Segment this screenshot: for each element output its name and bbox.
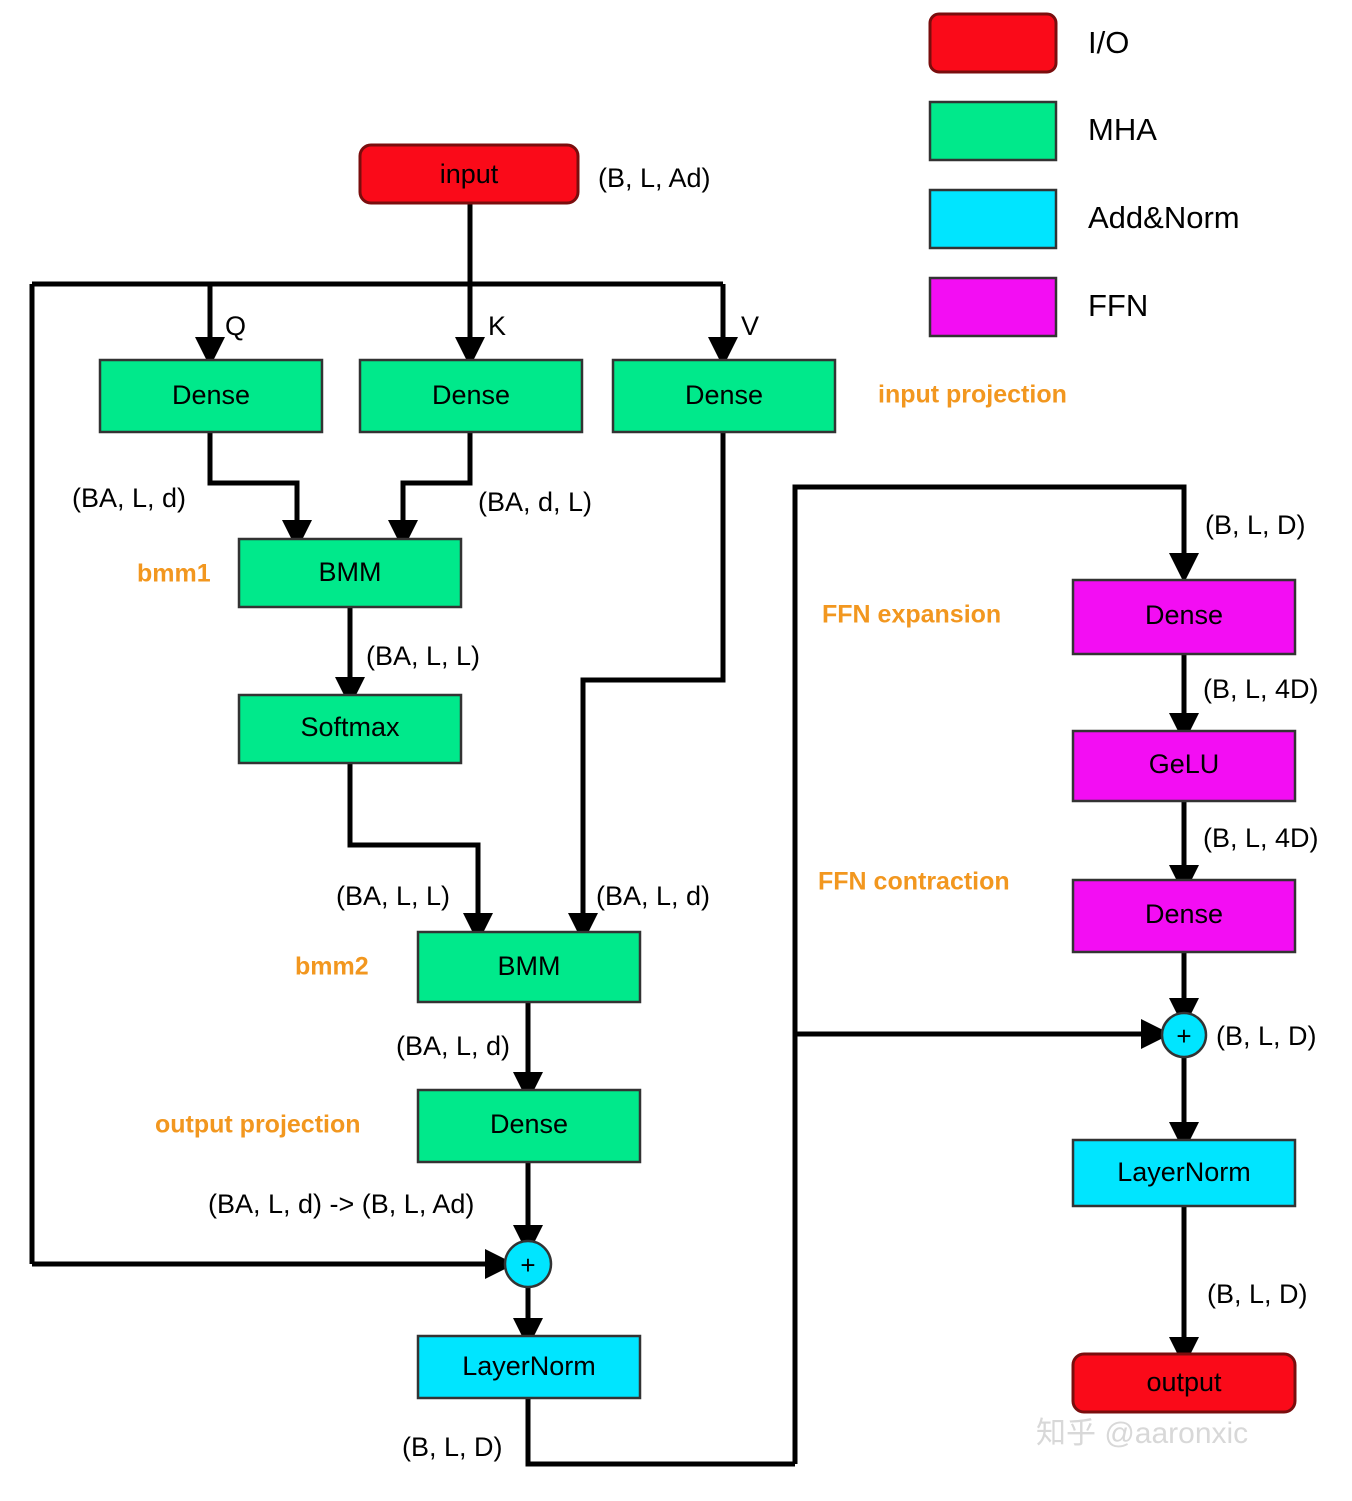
edge-ln-to-ffn-path1 xyxy=(525,1398,795,1467)
label-bmm1-out: (BA, L, L) xyxy=(366,641,480,671)
node-ffn-dense2[interactable]: Dense xyxy=(1071,878,1297,954)
label-v-shape: (BA, L, d) xyxy=(596,881,710,911)
label-v: V xyxy=(741,311,759,341)
node-bmm1-box[interactable] xyxy=(237,537,463,609)
legend-item-ffn: FFN xyxy=(928,276,1148,338)
node-ffn-dense1-label: Dense xyxy=(1145,600,1223,630)
edge-softmax-to-bmm2 xyxy=(347,762,493,943)
node-dense-v-box[interactable] xyxy=(611,358,837,434)
node-dense-v-label: Dense xyxy=(685,380,763,410)
node-layernorm-mha-label: LayerNorm xyxy=(462,1351,596,1381)
legend-item-mha: MHA xyxy=(928,100,1157,162)
label-bmm2-out: (BA, L, d) xyxy=(396,1031,510,1061)
group-label-bmm1: bmm1 xyxy=(137,560,211,588)
node-bmm2[interactable]: BMM xyxy=(416,930,642,1004)
node-softmax-label: Softmax xyxy=(300,712,400,742)
node-add-mha-label: + xyxy=(520,1250,535,1280)
label-input-shape: (B, L, Ad) xyxy=(598,163,711,193)
node-bmm2-box[interactable] xyxy=(416,930,642,1004)
node-dense-k-label: Dense xyxy=(432,380,510,410)
node-ffn-dense1[interactable]: Dense xyxy=(1071,578,1297,656)
label-softmax-out: (BA, L, L) xyxy=(336,881,450,911)
node-layernorm-ffn-label: LayerNorm xyxy=(1117,1157,1251,1187)
node-layernorm-mha[interactable]: LayerNorm xyxy=(416,1334,642,1400)
node-bmm1[interactable]: BMM xyxy=(237,537,463,609)
node-output[interactable]: output xyxy=(1071,1352,1297,1414)
label-mha-ln-out: (B, L, D) xyxy=(402,1432,503,1462)
edge-v-to-bmm2 xyxy=(568,432,726,943)
node-dense-v[interactable]: Dense xyxy=(611,358,837,434)
legend-item-addnorm: Add&Norm xyxy=(928,188,1240,250)
node-dense-out-box[interactable] xyxy=(416,1088,642,1164)
edge-ln-to-ffn-path2 xyxy=(792,484,1199,1464)
label-out-proj-shape: (BA, L, d) -> (B, L, Ad) xyxy=(208,1189,474,1219)
legend-label-addnorm: Add&Norm xyxy=(1088,200,1240,235)
group-label-output-projection: output projection xyxy=(155,1111,361,1139)
node-input[interactable]: input xyxy=(358,143,580,205)
node-gelu-label: GeLU xyxy=(1149,749,1220,779)
watermark: 知乎 @aaronxic xyxy=(1036,1417,1248,1450)
node-dense-out-label: Dense xyxy=(490,1109,568,1139)
label-ffn-add-out: (B, L, D) xyxy=(1216,1021,1317,1051)
legend-label-mha: MHA xyxy=(1088,112,1157,147)
edge-k-to-bmm1 xyxy=(388,432,473,550)
node-dense-q[interactable]: Dense xyxy=(98,358,324,434)
node-bmm2-label: BMM xyxy=(498,951,561,981)
node-add-mha-circle[interactable] xyxy=(503,1239,553,1289)
node-bmm1-label: BMM xyxy=(319,557,382,587)
legend-label-ffn: FFN xyxy=(1088,288,1148,323)
node-ffn-dense1-box[interactable] xyxy=(1071,578,1297,656)
node-add-ffn-circle[interactable] xyxy=(1160,1011,1208,1059)
legend-item-io: I/O xyxy=(928,12,1129,74)
group-label-ffn-contraction: FFN contraction xyxy=(818,868,1010,896)
node-softmax[interactable]: Softmax xyxy=(237,693,463,765)
node-output-box[interactable] xyxy=(1071,1352,1297,1414)
node-softmax-box[interactable] xyxy=(237,693,463,765)
node-layernorm-ffn[interactable]: LayerNorm xyxy=(1071,1138,1297,1208)
node-layernorm-ffn-box[interactable] xyxy=(1071,1138,1297,1208)
group-label-bmm2: bmm2 xyxy=(295,953,369,981)
label-gelu-out: (B, L, 4D) xyxy=(1203,823,1319,853)
node-input-box[interactable] xyxy=(358,143,580,205)
node-add-mha[interactable]: + xyxy=(503,1239,553,1289)
label-ffn-expand-out: (B, L, 4D) xyxy=(1203,674,1319,704)
node-add-ffn-label: + xyxy=(1176,1021,1191,1051)
label-k: K xyxy=(488,311,506,341)
group-label-input-projection: input projection xyxy=(878,381,1067,409)
legend-swatch-mha xyxy=(928,100,1058,162)
legend-label-io: I/O xyxy=(1088,25,1129,60)
label-k-shape: (BA, d, L) xyxy=(478,487,592,517)
label-ffn-ln-out: (B, L, D) xyxy=(1207,1279,1308,1309)
node-input-label: input xyxy=(440,159,499,189)
label-q-shape: (BA, L, d) xyxy=(72,483,186,513)
legend-swatch-ffn xyxy=(928,276,1058,338)
node-dense-k-box[interactable] xyxy=(358,358,584,434)
edge-q-to-bmm1 xyxy=(207,432,312,550)
edges xyxy=(29,203,1199,1467)
label-ffn-in: (B, L, D) xyxy=(1205,510,1306,540)
node-dense-q-label: Dense xyxy=(172,380,250,410)
legend-swatch-addnorm xyxy=(928,188,1058,250)
node-layernorm-mha-box[interactable] xyxy=(416,1334,642,1400)
node-ffn-dense2-box[interactable] xyxy=(1071,878,1297,954)
node-dense-out[interactable]: Dense xyxy=(416,1088,642,1164)
node-dense-k[interactable]: Dense xyxy=(358,358,584,434)
legend-swatch-io xyxy=(928,12,1058,74)
node-output-label: output xyxy=(1146,1367,1222,1397)
node-gelu-box[interactable] xyxy=(1071,729,1297,803)
group-label-ffn-expansion: FFN expansion xyxy=(822,601,1001,629)
label-q: Q xyxy=(225,311,246,341)
node-dense-q-box[interactable] xyxy=(98,358,324,434)
node-add-ffn[interactable]: + xyxy=(1160,1011,1208,1059)
legend: I/O MHA Add&Norm FFN xyxy=(928,12,1240,338)
node-gelu[interactable]: GeLU xyxy=(1071,729,1297,803)
node-ffn-dense2-label: Dense xyxy=(1145,899,1223,929)
